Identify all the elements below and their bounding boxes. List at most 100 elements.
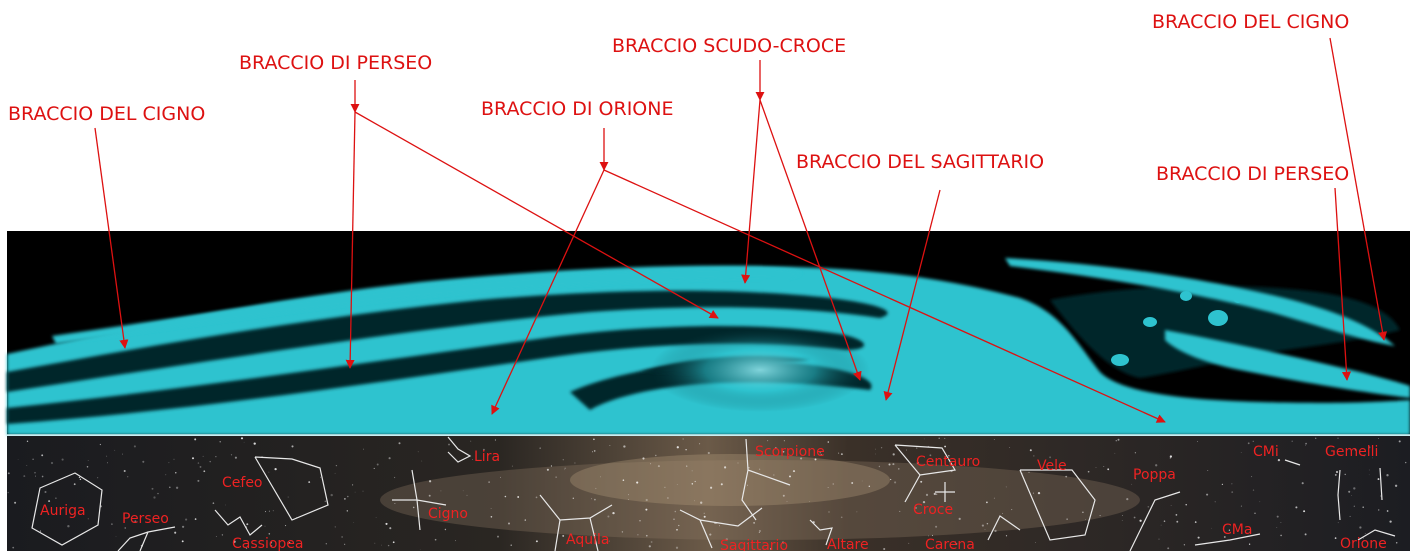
star [240,437,244,440]
star [440,490,442,492]
star [920,480,923,483]
dark-gap-2 [7,325,865,424]
star [933,492,936,496]
star [627,499,629,500]
star [354,491,356,493]
far-arm-lower [1165,330,1410,398]
star [107,462,109,464]
star [929,454,932,457]
star [325,543,327,545]
arrow-perseus-left-a [345,111,356,369]
star [428,480,432,483]
star [421,460,423,462]
star [320,476,321,478]
star [1095,467,1097,468]
star [517,496,520,498]
star [221,534,224,536]
star [39,530,42,532]
star [935,525,938,528]
star [346,495,349,498]
star [165,474,167,476]
star [770,548,772,550]
star [621,531,624,533]
star [685,448,687,451]
star [623,445,626,448]
star [268,533,271,535]
star [607,515,610,518]
star [375,517,377,518]
star [828,511,830,513]
star [362,490,364,492]
star [291,445,294,448]
star [574,462,576,464]
star [666,497,669,499]
star [1247,442,1250,445]
gemelli-figure [1337,467,1383,521]
star [648,545,651,548]
star [783,440,785,442]
star [856,511,858,513]
star [1022,473,1024,475]
star [466,494,468,496]
star [1005,486,1007,488]
star [650,463,652,465]
star [124,527,126,529]
blob-c [1233,293,1243,303]
star [287,496,289,498]
star [1240,452,1242,453]
star [1005,535,1008,537]
star [1248,543,1251,545]
star [786,501,788,502]
star [482,448,485,451]
star [1033,455,1035,457]
milky-way-band [380,460,1140,540]
star [1139,519,1142,522]
star [268,471,270,473]
label-perseo: Perseo [122,511,169,527]
galaxy-panel [7,231,1410,436]
star [173,458,175,460]
star [346,510,348,512]
star [944,437,946,439]
star [268,510,270,512]
arm-label-orion: BRACCIO DI ORIONE [481,98,673,120]
star [1211,527,1213,529]
star [608,540,610,542]
star [324,500,327,503]
label-carena: Carena [925,537,975,551]
cma-figure [1194,533,1261,546]
star [212,502,215,504]
star [703,512,705,514]
star [758,531,760,534]
star [157,492,159,495]
galactic-core [650,328,870,412]
star [1334,473,1337,476]
star [1368,446,1371,449]
star [724,466,727,469]
orione-figure [1357,529,1396,541]
star [676,484,678,485]
star [673,518,675,520]
star [636,481,639,484]
arrow-sagittarius [883,189,941,401]
star [87,460,89,461]
star [868,485,871,488]
star [1353,487,1356,490]
star [645,498,648,502]
star [1160,524,1162,526]
star [1291,440,1293,442]
star [874,453,876,455]
star [7,491,9,494]
star [1386,510,1389,512]
star [600,476,601,478]
star [153,496,156,499]
star [1377,478,1380,481]
star [470,440,472,442]
star [490,508,492,509]
star [115,536,117,538]
star [808,501,810,502]
star [915,447,918,449]
star [591,498,593,500]
star [1368,469,1370,471]
star [883,547,886,551]
